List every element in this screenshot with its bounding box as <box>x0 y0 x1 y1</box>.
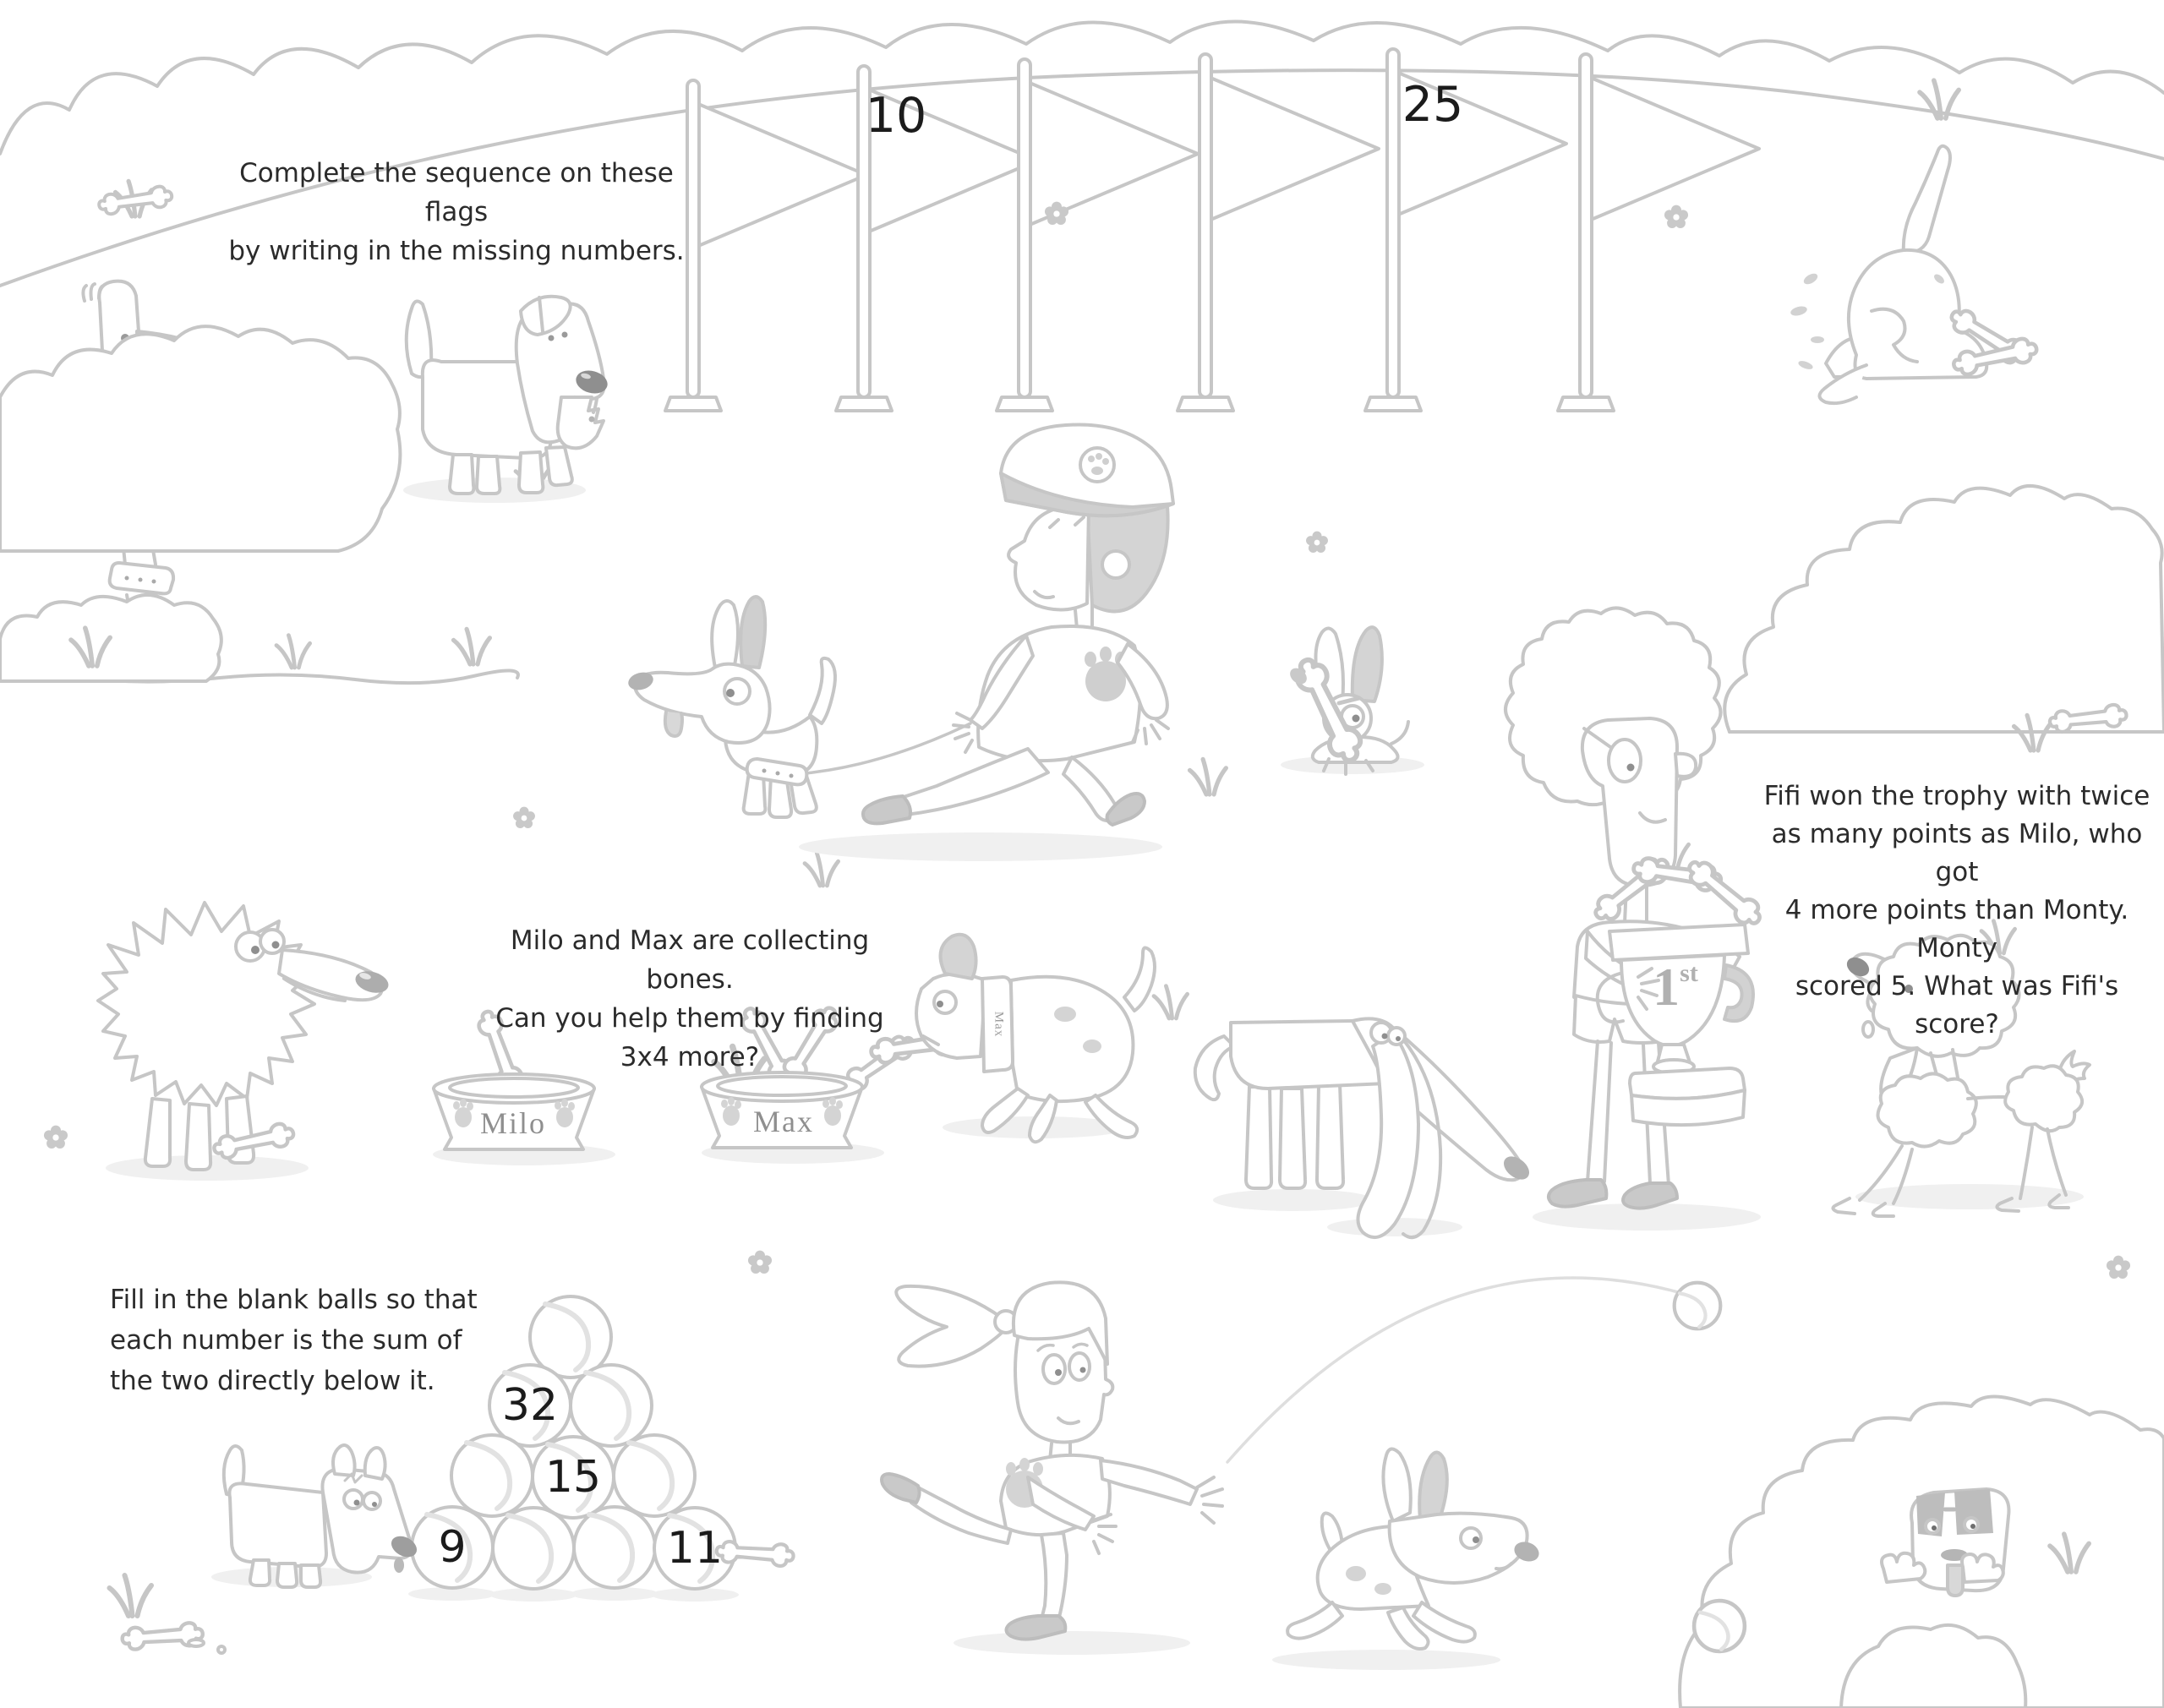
bowl-label-max: Max <box>753 1105 814 1138</box>
flag-2 <box>834 64 1039 412</box>
trophy-place-number: 1 <box>1653 957 1680 1017</box>
tennis-ball-icon <box>1694 1601 1745 1651</box>
tennis-ball-row <box>410 1295 737 1591</box>
pyramid-ball-value: 9 <box>438 1522 467 1573</box>
shaggy-dog-milo <box>96 901 389 1181</box>
flag-1 <box>664 79 868 412</box>
pyramid-instruction-line: the two directly below it. <box>110 1366 435 1396</box>
pyramid-ball-value: 32 <box>501 1380 559 1431</box>
trophy-instruction: Fifi won the trophy with twice as many p… <box>1758 778 2156 1044</box>
paw-print-icon <box>1079 446 1116 483</box>
flags-instruction-line: Complete the sequence on these flags <box>239 158 674 227</box>
pyramid-instruction-line: each number is the sum of <box>110 1325 462 1356</box>
trophy <box>1589 852 1767 1127</box>
flag-6 <box>1556 52 1761 412</box>
eye-icon <box>723 677 751 706</box>
trophy-place-label: 1st <box>1653 956 1698 1018</box>
runner-collar-label: Max <box>992 1011 1006 1038</box>
flag-number: 25 <box>1402 77 1464 133</box>
pyramid-instruction-line: Fill in the blank balls so that <box>110 1285 478 1315</box>
grass-icon <box>1190 759 1227 794</box>
bush-bottom-right <box>1678 1394 2164 1708</box>
dog-running-with-bone <box>870 932 1156 1144</box>
bone-icon <box>716 1540 795 1567</box>
bouncing-ball <box>1226 1276 1721 1464</box>
bush-top-left <box>0 325 402 683</box>
trophy-instruction-line: as many points as Milo, who got <box>1771 819 2143 887</box>
ball-pyramid <box>408 1295 795 1602</box>
dog-chasing-ball <box>1272 1447 1539 1670</box>
flower-icon <box>43 1125 68 1149</box>
trophy-place-suffix: st <box>1680 959 1698 987</box>
paw-print-icon <box>453 1099 575 1127</box>
flower-icon <box>1306 531 1328 553</box>
paw-print-icon <box>721 1097 843 1126</box>
bone-icon <box>1683 854 1767 930</box>
grass-icon <box>805 854 839 886</box>
poodle <box>1831 933 2091 1218</box>
pyramid-ball-value: 15 <box>544 1452 602 1503</box>
dog-bowl-max <box>700 1002 919 1164</box>
flower-icon <box>513 806 535 828</box>
terrier-dog-top-left <box>403 294 608 503</box>
flag-5 <box>1363 47 1568 412</box>
flower-icon <box>747 1250 773 1274</box>
man-walking-dog <box>628 423 1175 861</box>
dachshund-sniffing <box>1193 1017 1530 1240</box>
ear-icon <box>1101 549 1131 580</box>
bones-instruction-line: Milo and Max are collecting bones. <box>510 925 870 995</box>
bones-instruction: Milo and Max are collecting bones. Can y… <box>470 921 910 1077</box>
leash <box>795 722 972 776</box>
trophy-instruction-line: scored 5. What was Fifi's score? <box>1795 971 2119 1040</box>
grass-icon <box>454 629 490 664</box>
flag-sequence <box>664 47 1761 412</box>
dog-bowl-milo <box>432 1008 615 1165</box>
flower-icon <box>2106 1255 2131 1279</box>
trophy-instruction-line: 4 more points than Monty. Monty <box>1784 895 2129 963</box>
flag-number: 10 <box>865 88 927 144</box>
flower-icon <box>1664 205 1689 228</box>
grass-icon <box>276 636 310 668</box>
woman-with-trophy <box>1504 606 1767 1231</box>
girl-running <box>880 1280 1224 1655</box>
pyramid-instruction: Fill in the blank balls so that each num… <box>110 1280 482 1401</box>
bowl-label-milo: Milo <box>479 1106 547 1140</box>
flags-instruction-line: by writing in the missing numbers. <box>228 236 685 266</box>
pyramid-ball-value: 11 <box>666 1523 724 1574</box>
flags-instruction: Complete the sequence on these flags by … <box>228 154 685 270</box>
chihuahua-with-bone <box>1281 625 1424 776</box>
bones-instruction-line: Can you help them by finding 3x4 more? <box>495 1003 884 1072</box>
tennis-ball-icon <box>1675 1283 1721 1329</box>
grass-icon <box>1154 986 1188 1018</box>
trophy-instruction-line: Fifi won the trophy with twice <box>1763 781 2150 811</box>
walked-dog <box>628 595 837 819</box>
grass-icon <box>110 1575 152 1616</box>
flag-4 <box>1176 52 1380 412</box>
paw-print-icon <box>1085 661 1126 701</box>
dog-peeking-bottom-right <box>1880 1487 2011 1597</box>
digging-dog <box>1790 144 2039 406</box>
flag-3 <box>995 57 1199 412</box>
bush-mid-right <box>1723 483 2164 750</box>
treeline <box>0 19 2164 156</box>
eye-icon <box>1607 738 1642 783</box>
man <box>861 423 1175 827</box>
terrier-bottom-left <box>110 1443 418 1655</box>
grass-icon <box>1920 80 1959 118</box>
